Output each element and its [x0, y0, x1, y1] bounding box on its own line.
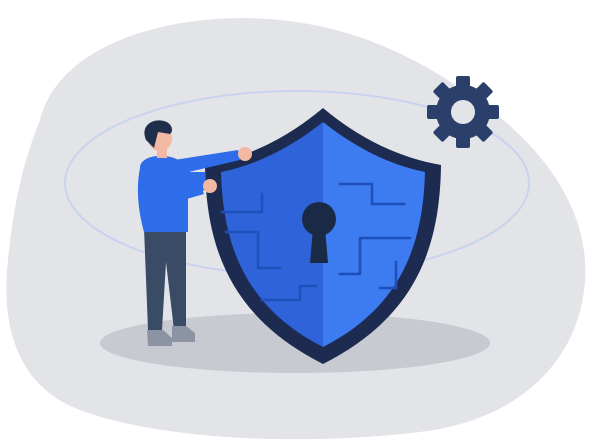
person-arm-lower: [150, 184, 204, 208]
person-hand-top: [238, 147, 252, 161]
shield-left-face: [221, 122, 323, 347]
gear-icon: [427, 76, 499, 148]
person-hand-front: [203, 179, 217, 193]
person-shoe-left: [147, 330, 172, 346]
person-neck: [157, 146, 167, 158]
keyhole-icon: [302, 202, 336, 263]
shield-right-face: [323, 122, 425, 347]
person-pants: [144, 228, 186, 330]
person-arm-upper: [174, 150, 240, 174]
person-figure: [137, 120, 252, 346]
person-shoe-right: [172, 326, 195, 342]
circuit-lines: [220, 182, 412, 302]
person-hair: [144, 120, 172, 148]
